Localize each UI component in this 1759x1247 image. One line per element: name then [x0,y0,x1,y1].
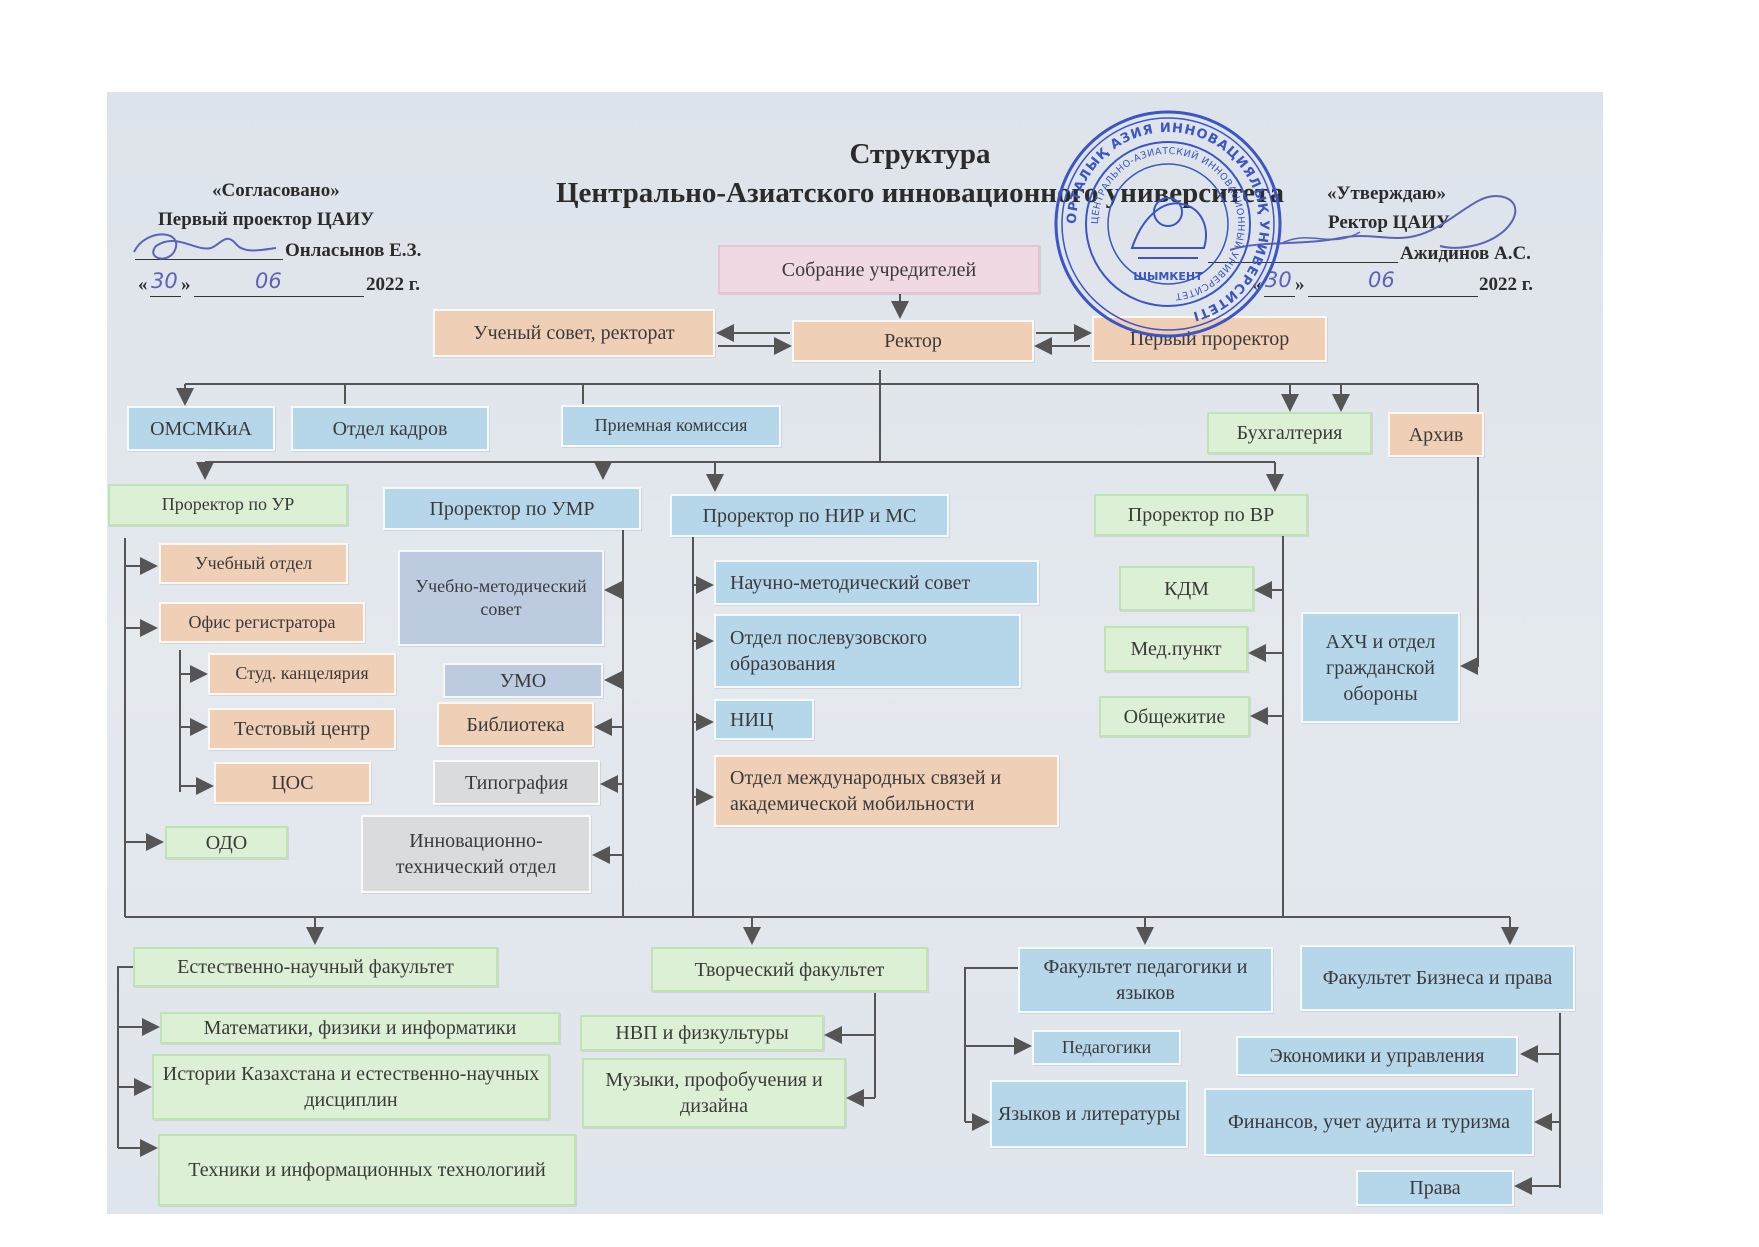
svg-text:ШЫМКЕНТ: ШЫМКЕНТ [1133,270,1203,283]
box-archive: Архив [1388,412,1484,457]
approval-right-signature [1229,195,1517,251]
box-dep-languages: Языков и литературы [990,1080,1188,1148]
approval-right-month-line [1308,296,1478,297]
approval-right-name: Ажидинов А.С. [1400,243,1531,264]
box-rector: Ректор [792,320,1034,362]
box-test-center: Тестовый центр [208,708,396,750]
box-dep-law: Права [1356,1170,1514,1206]
approval-right-month: 06 [1368,268,1395,292]
box-accounting: Бухгалтерия [1207,412,1372,454]
box-faculty-science: Естественно-научный факультет [133,947,498,987]
box-dorm: Общежитие [1099,696,1250,737]
chart-title-line1: Структура [849,138,991,170]
approval-left-label: «Согласовано» [212,180,340,201]
box-prorector-nir: Проректор по НИР и МС [670,494,949,537]
approval-left-day-line [150,296,181,297]
box-dep-music: Музыки, профобучения и дизайна [582,1058,846,1128]
box-ahch: АХЧ и отдел гражданской обороны [1301,612,1460,723]
box-prorector-vr: Проректор по ВР [1094,494,1308,536]
box-odo: ОДО [165,826,288,859]
box-dep-tech: Техники и информационных технологиий [158,1134,576,1206]
approval-left-date-close: » [181,274,191,295]
approval-right-date-close: » [1295,274,1305,295]
approval-left-month: 06 [255,269,282,293]
approval-left-year: 2022 г. [366,274,420,295]
box-faculty-pedagogy: Факультет педагогики и языков [1018,947,1273,1013]
box-tsos: ЦОС [214,762,371,804]
box-admissions: Приемная комиссия [561,405,781,447]
box-umo: УМО [443,663,603,698]
box-postgrad: Отдел послевузовского образования [714,614,1021,688]
approval-right-sign-line [1208,262,1398,263]
box-printing: Типография [433,760,600,805]
box-prorector-ur: Проректор по УР [108,484,348,526]
box-academic-council: Ученый совет, ректорат [433,309,715,357]
box-dep-math: Математики, физики и информатики [160,1012,560,1044]
approval-left-signature [133,233,277,260]
approval-right-label: «Утверждаю» [1327,183,1446,204]
box-dep-pedagogy: Педагогики [1032,1030,1181,1065]
box-library: Библиотека [437,702,594,747]
box-faculty-business: Факультет Бизнеса и права [1300,945,1575,1011]
approval-right-day-line [1264,296,1295,297]
box-edu-method-council: Учебно-методический совет [398,550,604,646]
approval-right-position: Ректор ЦАИУ [1328,212,1450,233]
box-kdm: КДМ [1119,566,1254,611]
box-registrar: Офис регистратора [159,602,365,643]
box-sci-method-council: Научно-методический совет [714,560,1039,605]
approval-left-date-open: « [138,274,148,295]
box-dep-finance: Финансов, учет аудита и туризма [1204,1088,1534,1156]
box-prorector-umr: Проректор по УМР [383,487,641,530]
box-nits: НИЦ [714,699,814,740]
approval-left-sign-line [135,259,283,260]
chart-title-line2: Центрально-Азиатского инновационного уни… [555,177,1285,209]
approval-left-day: 30 [151,269,178,293]
approval-right-date-open: « [1252,274,1262,295]
box-dep-economics: Экономики и управления [1236,1036,1518,1076]
box-faculty-creative: Творческий факультет [651,947,928,992]
box-med: Мед.пункт [1104,626,1248,672]
box-intl: Отдел международных связей и академическ… [714,755,1059,827]
approval-left-name: Онласынов Е.З. [285,240,422,261]
box-first-prorector: Первый проректор [1092,316,1327,362]
box-omsmkia: ОМСМКиА [127,406,275,451]
approval-right-year: 2022 г. [1479,274,1533,295]
box-edu-dept: Учебный отдел [159,543,348,584]
box-dep-nvp: НВП и физкультуры [580,1015,824,1051]
approval-left-month-line [194,296,364,297]
box-founders: Собрание учредителей [718,245,1040,294]
box-innov-tech: Инновационно-технический отдел [361,815,591,893]
box-dep-history: Истории Казахстана и естественно-научных… [152,1054,550,1120]
approval-left-position: Первый проектор ЦАИУ [158,209,375,230]
box-student-office: Студ. канцелярия [208,653,396,695]
box-hr: Отдел кадров [291,406,489,451]
official-seal: ОРТАЛЫҚ АЗИЯ ИННОВАЦИЯЛЫҚ УНИВЕРСИТЕТІ Ц… [1054,110,1282,338]
